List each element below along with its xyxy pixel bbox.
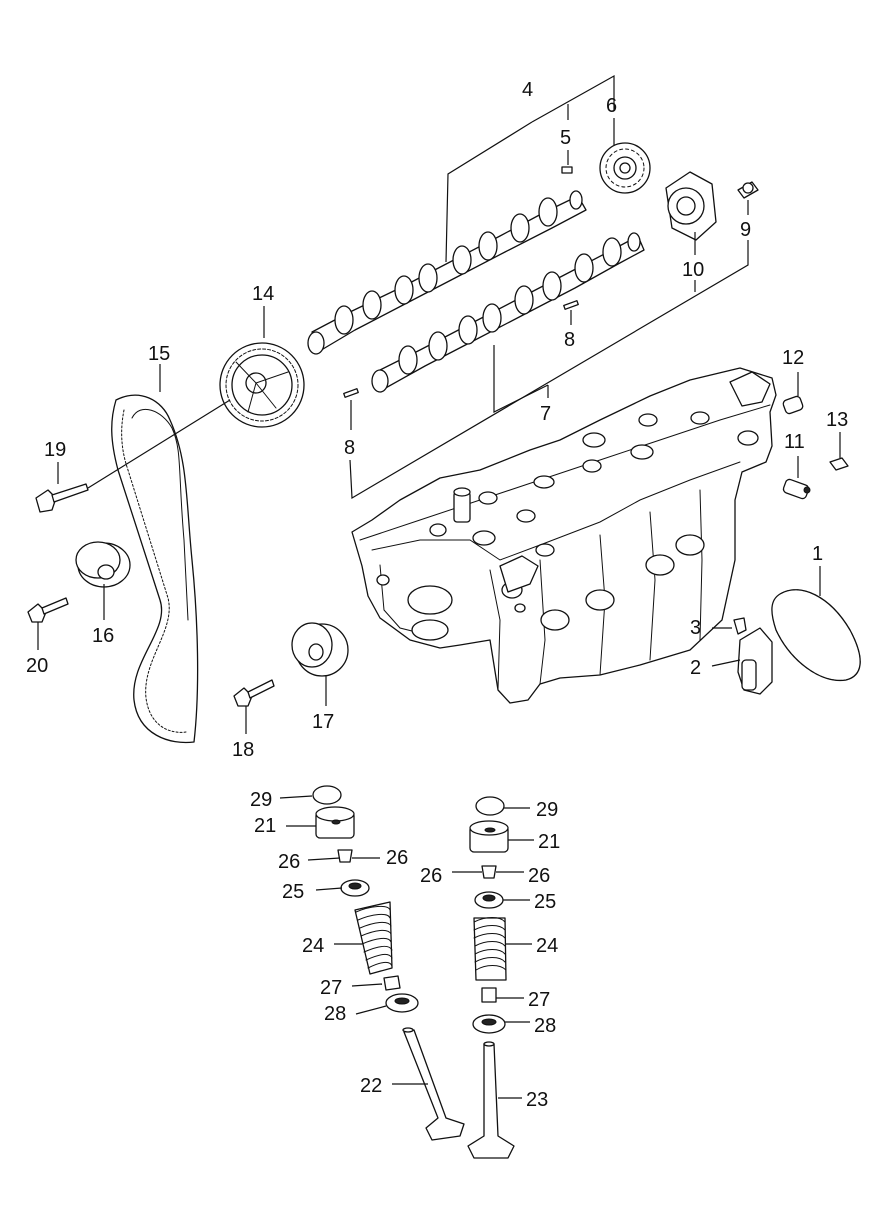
callout-15: 15: [148, 343, 170, 365]
chain-tensioner[interactable]: [737, 627, 773, 695]
bolt-18[interactable]: [233, 679, 275, 707]
timing-chain[interactable]: [771, 589, 861, 682]
callout-13: 13: [826, 409, 848, 431]
callout-16: 16: [92, 625, 114, 647]
callout-14: 14: [252, 283, 274, 305]
camshaft-intake[interactable]: [307, 190, 587, 355]
shim-left[interactable]: [312, 785, 342, 805]
intake-valve[interactable]: [402, 1027, 465, 1141]
bolt-20[interactable]: [27, 597, 69, 623]
dowel-pin-left[interactable]: [343, 388, 359, 398]
valve-spring-left[interactable]: [354, 901, 393, 975]
callout-27-right: 27: [528, 989, 550, 1011]
callout-23: 23: [526, 1089, 548, 1111]
callout-19: 19: [44, 439, 66, 461]
cylinder-head[interactable]: [351, 367, 777, 704]
camshaft-exhaust[interactable]: [371, 232, 645, 393]
valve-keeper-right[interactable]: [481, 865, 497, 879]
spring-seat-left[interactable]: [385, 993, 419, 1013]
callout-21-right: 21: [538, 831, 560, 853]
bucket-tappet-left[interactable]: [315, 806, 355, 839]
callout-6: 6: [606, 95, 617, 117]
callout-26-b: 26: [386, 847, 408, 869]
callout-11: 11: [784, 431, 805, 453]
callouts: 1 2 3 4 5 6 7 8 8 9 10 11 12 13 14 15 16…: [26, 79, 848, 1111]
cam-phaser[interactable]: [665, 171, 717, 241]
leader-lines: [37, 74, 841, 1099]
valve-keeper-left[interactable]: [337, 849, 353, 863]
callout-8-right: 8: [564, 329, 575, 351]
callout-10: 10: [682, 259, 704, 281]
callout-4: 4: [522, 79, 533, 101]
callout-28-left: 28: [324, 1003, 346, 1025]
callout-25-left: 25: [282, 881, 304, 903]
callout-26-c: 26: [420, 865, 442, 887]
callout-8-left: 8: [344, 437, 355, 459]
valve-spring-right[interactable]: [473, 917, 507, 981]
valve-stem-seal-right[interactable]: [481, 987, 497, 1003]
spring-retainer-right[interactable]: [474, 891, 504, 909]
callout-22: 22: [360, 1075, 382, 1097]
callout-20: 20: [26, 655, 48, 677]
shim-right[interactable]: [475, 796, 505, 816]
callout-25-right: 25: [534, 891, 556, 913]
bolt-3[interactable]: [733, 617, 747, 635]
valve-stem-seal-left[interactable]: [383, 975, 401, 991]
camshaft-pulley[interactable]: [219, 342, 305, 428]
part-13-bolt[interactable]: [829, 457, 849, 471]
part-12-plug[interactable]: [782, 395, 804, 415]
spring-retainer-left[interactable]: [340, 879, 370, 897]
callout-18: 18: [232, 739, 254, 761]
callout-29-right: 29: [536, 799, 558, 821]
bucket-tappet-right[interactable]: [469, 820, 509, 853]
exhaust-valve[interactable]: [467, 1041, 515, 1159]
callout-26-a: 26: [278, 851, 300, 873]
bolt-19[interactable]: [35, 483, 89, 513]
part-11-plug[interactable]: [782, 478, 811, 500]
callout-26-d: 26: [528, 865, 550, 887]
woodruff-key[interactable]: [561, 166, 573, 174]
callout-3: 3: [690, 617, 701, 639]
callout-27-left: 27: [320, 977, 342, 999]
dowel-pin-right[interactable]: [563, 300, 579, 310]
callout-21-left: 21: [254, 815, 276, 837]
callout-5: 5: [560, 127, 571, 149]
callout-12: 12: [782, 347, 804, 369]
idler-pulley[interactable]: [291, 622, 349, 677]
callout-7: 7: [540, 403, 551, 425]
callout-24-left: 24: [302, 935, 324, 957]
callout-9: 9: [740, 219, 751, 241]
callout-24-right: 24: [536, 935, 558, 957]
callout-29-left: 29: [250, 789, 272, 811]
callout-2: 2: [690, 657, 701, 679]
callout-17: 17: [312, 711, 334, 733]
spring-seat-right[interactable]: [472, 1014, 506, 1034]
belt-tensioner[interactable]: [75, 541, 131, 588]
callout-1: 1: [812, 543, 823, 565]
phaser-bolt[interactable]: [737, 181, 759, 199]
cam-sprocket[interactable]: [599, 142, 651, 194]
callout-28-right: 28: [534, 1015, 556, 1037]
